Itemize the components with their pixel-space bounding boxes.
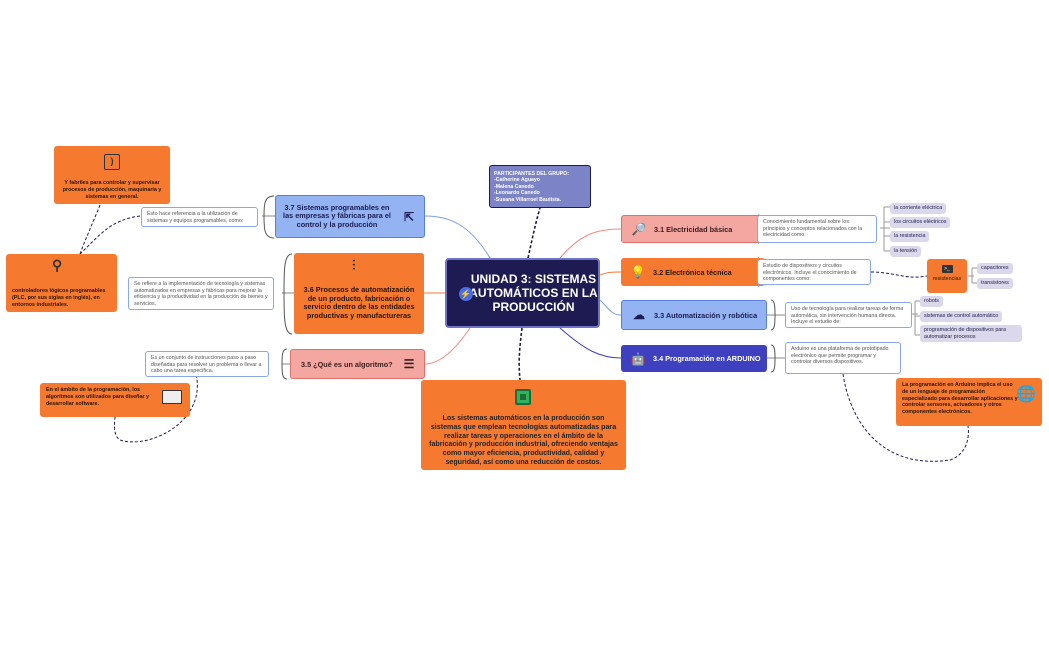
magnifier-icon: 🔎 bbox=[631, 222, 647, 236]
plc-callout[interactable]: ⚲ controladores lógicos programables (PL… bbox=[6, 254, 117, 312]
antenna-icon: ⚲ bbox=[52, 257, 63, 273]
central-topic[interactable]: ⚡ UNIDAD 3: SISTEMAS AUTOMÁTICOS EN LA P… bbox=[445, 258, 600, 328]
participant-item: -Leonardo Canedo bbox=[494, 190, 540, 197]
laptop-icon bbox=[162, 390, 182, 404]
plc-callout-text: controladores lógicos programables (PLC,… bbox=[12, 288, 106, 308]
topic-3-7[interactable]: 3.7 Sistemas programables en las empresa… bbox=[275, 195, 425, 238]
participant-item: -Malena Canedo bbox=[494, 183, 534, 190]
leaf-programacion-dispositivos[interactable]: programación de dispositivos para automa… bbox=[920, 325, 1022, 343]
description-box[interactable]: Los sistemas automáticos en la producció… bbox=[421, 380, 626, 470]
terminal-icon: >_ bbox=[941, 265, 953, 273]
cursor-icon: ⇱ bbox=[403, 209, 415, 224]
algoritmo-callout-text: En el ámbito de la programación, los alg… bbox=[46, 387, 150, 407]
arduino-callout-text: La programación en Arduino implica el us… bbox=[902, 382, 1018, 416]
algoritmo-callout[interactable]: En el ámbito de la programación, los alg… bbox=[40, 383, 190, 417]
participants-box[interactable]: PARTICIPANTES DEL GRUPO: -Catherine Agua… bbox=[489, 165, 591, 208]
topic-3-2-note: Estudio de dispositivos y circuitos elec… bbox=[757, 259, 871, 285]
participant-item: -Susana Villarroel Bautista. bbox=[494, 196, 562, 203]
topic-3-1-note: Conocimiento fundamental sobre los princ… bbox=[757, 215, 877, 243]
resistencias-box[interactable]: >_ resistencias bbox=[927, 259, 967, 293]
fabriles-callout-text: Y fabriles para controlar y supervisar p… bbox=[62, 180, 162, 200]
topic-3-3[interactable]: ☁ 3.3 Automatización y robótica bbox=[621, 300, 767, 330]
topic-3-4[interactable]: 🤖 3.4 Programación en ARDUINO bbox=[621, 345, 767, 372]
resistencias-label: resistencias bbox=[932, 276, 962, 282]
participants-heading: PARTICIPANTES DEL GRUPO: bbox=[494, 171, 569, 177]
server-icon: ☰ bbox=[403, 357, 415, 371]
leaf-sistemas-control[interactable]: sistemas de control automático bbox=[920, 311, 1003, 322]
participant-item: -Catherine Aguayo bbox=[494, 177, 540, 184]
topic-3-1-label: 3.1 Electricidad básica bbox=[654, 224, 733, 234]
topic-3-5-label: 3.5 ¿Qué es un algoritmo? bbox=[301, 359, 393, 369]
robot-icon: 🤖 bbox=[630, 351, 646, 366]
rss-icon: ) bbox=[104, 154, 120, 170]
topic-3-6[interactable]: ⫶ 3.6 Procesos de automatización de un p… bbox=[294, 253, 424, 334]
sliders-icon: ⫶ bbox=[352, 257, 356, 273]
leaf-resistencia[interactable]: la resistencia bbox=[890, 231, 930, 242]
leaf-capacitores[interactable]: capacitores bbox=[977, 263, 1013, 274]
leaf-transistores[interactable]: transistores bbox=[977, 278, 1013, 289]
topic-3-5[interactable]: 3.5 ¿Qué es un algoritmo? ☰ bbox=[290, 349, 425, 379]
topic-3-3-note: Uso de tecnología para realizar tareas d… bbox=[785, 302, 912, 328]
lightbulb-icon: 💡 bbox=[630, 265, 646, 279]
topic-3-4-note: Arduino es una plataforma de prototipado… bbox=[785, 342, 901, 374]
bolt-icon: ⚡ bbox=[459, 287, 473, 301]
description-text: Los sistemas automáticos en la producció… bbox=[429, 414, 618, 466]
leaf-tension[interactable]: la tensión bbox=[890, 246, 922, 257]
leaf-robots[interactable]: robots bbox=[920, 296, 943, 307]
central-title: UNIDAD 3: SISTEMAS AUTOMÁTICOS EN LA PRO… bbox=[469, 272, 598, 314]
globe-icon: 🌐 bbox=[1016, 386, 1036, 403]
arduino-callout[interactable]: La programación en Arduino implica el us… bbox=[896, 378, 1042, 426]
leaf-corriente[interactable]: la corriente eléctrica bbox=[890, 203, 947, 214]
topic-3-3-label: 3.3 Automatización y robótica bbox=[654, 310, 758, 320]
topic-3-6-note: Se refiere a la implementación de tecnol… bbox=[128, 277, 274, 310]
topic-3-7-note: Esto hace referencia a la utilización de… bbox=[141, 207, 258, 227]
fabriles-callout[interactable]: ) Y fabriles para controlar y supervisar… bbox=[54, 146, 170, 204]
cloud-icon: ☁ bbox=[633, 308, 645, 322]
topic-3-1[interactable]: 🔎 3.1 Electricidad básica bbox=[621, 215, 765, 243]
leaf-circuitos[interactable]: los circuitos eléctricos bbox=[890, 217, 951, 228]
topic-3-6-label: 3.6 Procesos de automatización de un pro… bbox=[303, 285, 415, 320]
topic-3-5-note: Es un conjunto de instrucciones paso a p… bbox=[145, 351, 269, 377]
topic-3-4-label: 3.4 Programación en ARDUINO bbox=[653, 354, 761, 363]
topic-3-2-label: 3.2 Electrónica técnica bbox=[653, 267, 732, 277]
topic-3-7-label: 3.7 Sistemas programables en las empresa… bbox=[283, 202, 391, 229]
chip-icon bbox=[515, 389, 531, 405]
topic-3-2[interactable]: 💡 3.2 Electrónica técnica bbox=[621, 258, 765, 286]
